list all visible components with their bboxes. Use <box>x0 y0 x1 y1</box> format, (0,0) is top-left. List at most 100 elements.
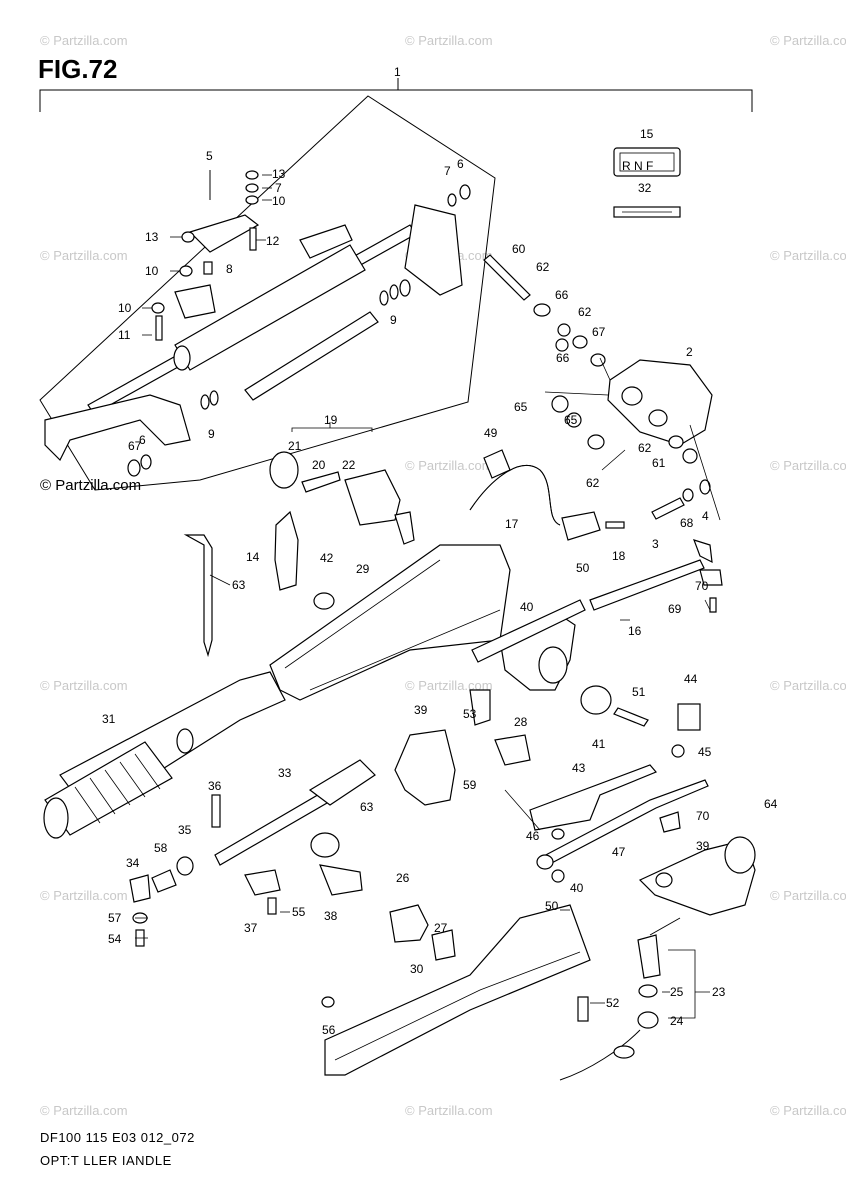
lever-43 <box>529 764 709 883</box>
callout-6: 6 <box>139 433 146 447</box>
callout-63: 63 <box>360 800 374 814</box>
callout-67: 67 <box>128 439 142 453</box>
callout-56: 56 <box>322 1023 336 1037</box>
callout-31: 31 <box>102 712 116 726</box>
callout-2: 2 <box>686 345 693 359</box>
callout-34: 34 <box>126 856 140 870</box>
callout-3: 3 <box>652 537 659 551</box>
watermark: © Partzilla.com <box>405 1103 493 1118</box>
watermark: © Partzilla.com <box>770 33 846 48</box>
callout-5: 5 <box>206 149 213 163</box>
callout-52: 52 <box>606 996 620 1010</box>
base-plate <box>321 904 591 1076</box>
callout-10: 10 <box>145 264 159 278</box>
callout-13: 13 <box>145 230 159 244</box>
callout-69: 69 <box>668 602 682 616</box>
upper-shaft <box>44 204 463 462</box>
callout-51: 51 <box>632 685 646 699</box>
callout-20: 20 <box>312 458 326 472</box>
watermark: © Partzilla.com <box>770 1103 846 1118</box>
bracket-2 <box>483 254 721 521</box>
callout-16: 16 <box>628 624 642 638</box>
switch-26 <box>389 904 456 961</box>
callout-68: 68 <box>680 516 694 530</box>
watermark: © Partzilla.com <box>40 678 128 693</box>
callout-60: 60 <box>512 242 526 256</box>
callout-50: 50 <box>545 899 559 913</box>
watermark: © Partzilla.com <box>405 458 493 473</box>
callout-43: 43 <box>572 761 586 775</box>
callout-19: 19 <box>324 413 338 427</box>
figure-title: FIG.72 <box>38 54 117 84</box>
watermark-label: © Partzilla.com <box>40 477 141 494</box>
callout-22: 22 <box>342 458 356 472</box>
callout-63: 63 <box>232 578 246 592</box>
callout-61: 61 <box>652 456 666 470</box>
callout-14: 14 <box>246 550 260 564</box>
callout-39: 39 <box>414 703 428 717</box>
grip-31 <box>43 741 173 839</box>
callout-35: 35 <box>178 823 192 837</box>
subassembly-5-outline <box>39 95 496 491</box>
callout-25: 25 <box>670 985 684 999</box>
callout-62: 62 <box>586 476 600 490</box>
watermark-layer: © Partzilla.com © Partzilla.com © Partzi… <box>40 33 846 1118</box>
small-parts-lower-left <box>129 832 363 947</box>
decal-32 <box>613 206 681 218</box>
callout-57: 57 <box>108 911 122 925</box>
callout-13: 13 <box>272 167 286 181</box>
callout-54: 54 <box>108 932 122 946</box>
watermark: © Partzilla.com <box>770 248 846 263</box>
callout-41: 41 <box>592 737 606 751</box>
callout-23: 23 <box>712 985 726 999</box>
callout-24: 24 <box>670 1014 684 1028</box>
callout-30: 30 <box>410 962 424 976</box>
callout-70: 70 <box>695 579 709 593</box>
drawing-code: DF100 115 E03 012_072 <box>40 1130 195 1145</box>
watermark: © Partzilla.com <box>770 678 846 693</box>
switch-group-19 <box>269 422 415 545</box>
callout-7: 7 <box>444 164 451 178</box>
callout-49: 49 <box>484 426 498 440</box>
callout-29: 29 <box>356 562 370 576</box>
callout-70: 70 <box>696 809 710 823</box>
callout-17: 17 <box>505 517 519 531</box>
callout-8: 8 <box>226 262 233 276</box>
watermark: © Partzilla.com <box>40 1103 128 1118</box>
throttle-assembly-40 <box>471 539 723 758</box>
callout-37: 37 <box>244 921 258 935</box>
callout-33: 33 <box>278 766 292 780</box>
callout-9: 9 <box>390 313 397 327</box>
callout-27: 27 <box>434 921 448 935</box>
callout-15: 15 <box>640 127 654 141</box>
callout-18: 18 <box>612 549 626 563</box>
watermark: © Partzilla.com <box>770 888 846 903</box>
watermark: © Partzilla.com <box>40 33 128 48</box>
callout-50: 50 <box>576 561 590 575</box>
callout-64: 64 <box>764 797 778 811</box>
callout-42: 42 <box>320 551 334 565</box>
drawing-name: OPT:T LLER IANDLE <box>40 1153 172 1168</box>
callout-55: 55 <box>292 905 306 919</box>
callout-labels: 1 5 13 7 10 7 6 13 12 10 8 10 9 11 9 67 … <box>102 65 778 1037</box>
bracket-39 <box>211 689 531 866</box>
callout-65: 65 <box>564 413 578 427</box>
callout-46: 46 <box>526 829 540 843</box>
watermark: © Partzilla.com <box>405 33 493 48</box>
callout-59: 59 <box>463 778 477 792</box>
callout-21: 21 <box>288 439 302 453</box>
callout-62: 62 <box>638 441 652 455</box>
cable-17 <box>469 449 625 541</box>
callout-38: 38 <box>324 909 338 923</box>
decal-15: R N F <box>613 147 681 177</box>
assembly-bracket <box>39 89 753 112</box>
leader-lines <box>135 174 711 1019</box>
callout-32: 32 <box>638 181 652 195</box>
callout-62: 62 <box>536 260 550 274</box>
callout-65: 65 <box>514 400 528 414</box>
lever-14 <box>183 510 335 658</box>
callout-45: 45 <box>698 745 712 759</box>
callout-12: 12 <box>266 234 280 248</box>
svg-text:R N F: R N F <box>622 159 653 173</box>
